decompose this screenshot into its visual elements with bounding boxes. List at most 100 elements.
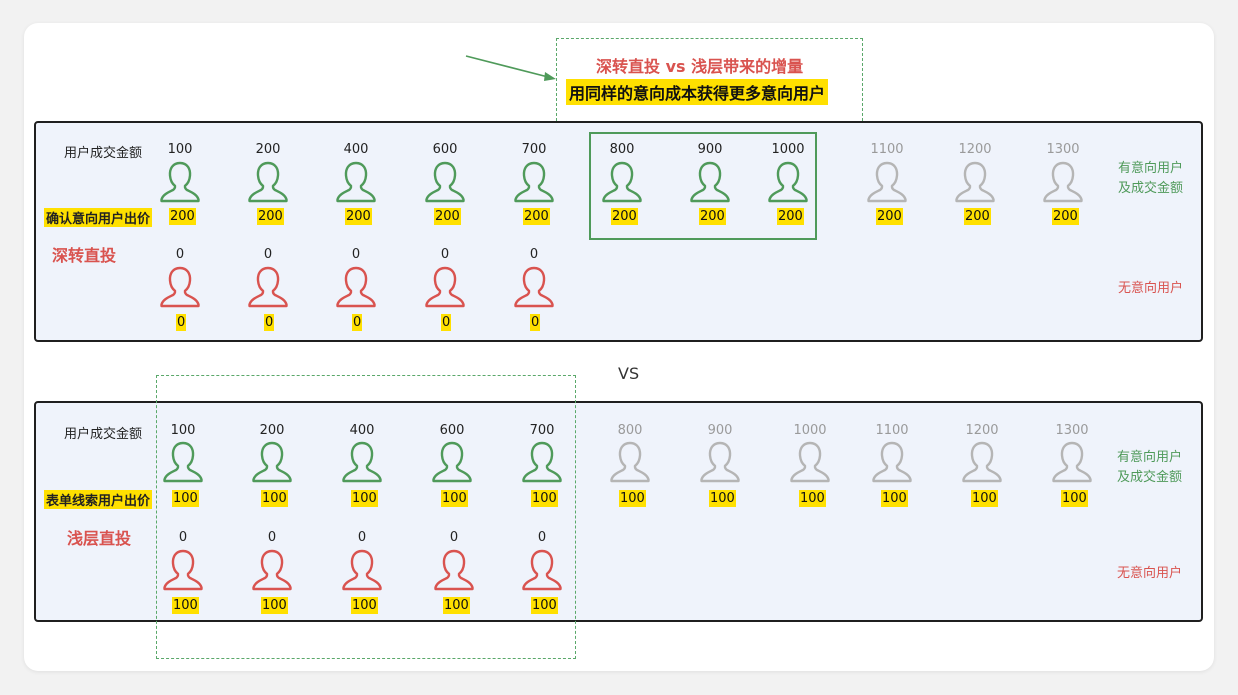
intent-users-label-line1: 有意向用户: [1117, 450, 1183, 465]
no-intent-users-label: 无意向用户: [1118, 281, 1184, 296]
no-intent-user-icon: [336, 266, 376, 308]
no-intent-user-icon: [252, 549, 292, 591]
intent-user-icon: [522, 441, 562, 483]
intent-user-icon: [1043, 161, 1083, 203]
intent-user-amount: 200: [255, 142, 281, 157]
no-intent-user-price: 100: [531, 597, 558, 614]
no-intent-user-icon: [160, 266, 200, 308]
intent-user-price: 200: [257, 208, 284, 225]
no-intent-user-price: 100: [351, 597, 378, 614]
no-intent-user-price: 100: [261, 597, 288, 614]
intent-user-price: 200: [699, 208, 726, 225]
intent-user-amount: 1100: [870, 142, 904, 157]
intent-user-price: 100: [351, 490, 378, 507]
no-intent-user-amount: 0: [449, 530, 459, 545]
no-intent-user-amount: 0: [440, 247, 450, 262]
intent-user-amount: 100: [170, 423, 196, 438]
no-intent-user-amount: 0: [357, 530, 367, 545]
intent-user-icon: [432, 441, 472, 483]
intent-user-icon: [610, 441, 650, 483]
no-intent-user-price: 0: [176, 314, 187, 331]
intent-user-icon: [1052, 441, 1092, 483]
intent-user-amount: 600: [439, 423, 465, 438]
intent-user-amount: 1000: [793, 423, 827, 438]
intent-user-price: 100: [881, 490, 908, 507]
shallow-panel: [34, 401, 1203, 622]
shallow-dashed-box: [156, 375, 576, 659]
intent-user-icon: [160, 161, 200, 203]
amount-row-label: 用户成交金额: [64, 427, 143, 442]
intent-user-amount: 700: [529, 423, 555, 438]
intent-user-price: 100: [619, 490, 646, 507]
intent-user-price: 200: [964, 208, 991, 225]
no-intent-user-amount: 0: [529, 247, 539, 262]
intent-user-price: 100: [531, 490, 558, 507]
intent-user-amount: 1300: [1046, 142, 1080, 157]
intent-user-amount: 700: [521, 142, 547, 157]
increment-subtitle: 用同样的意向成本获得更多意向用户: [566, 79, 829, 105]
intent-user-price: 200: [876, 208, 903, 225]
intent-user-icon: [342, 441, 382, 483]
panel-name: 深转直投: [52, 246, 117, 265]
intent-user-amount: 1200: [965, 423, 999, 438]
no-intent-user-price: 0: [441, 314, 452, 331]
increment-title: 深转直投 vs 浅层带来的增量: [596, 57, 804, 76]
price-row-label: 确认意向用户出价: [44, 208, 153, 227]
intent-user-price: 200: [523, 208, 550, 225]
no-intent-user-icon: [425, 266, 465, 308]
intent-user-price: 200: [345, 208, 372, 225]
intent-user-price: 100: [172, 490, 199, 507]
intent-user-amount: 800: [609, 142, 635, 157]
no-intent-user-icon: [342, 549, 382, 591]
intent-user-amount: 900: [707, 423, 733, 438]
amount-row-label: 用户成交金额: [64, 146, 143, 161]
no-intent-user-price: 100: [172, 597, 199, 614]
no-intent-user-amount: 0: [267, 530, 277, 545]
no-intent-user-icon: [514, 266, 554, 308]
intent-user-amount: 200: [259, 423, 285, 438]
deep-conversion-panel: [34, 121, 1203, 342]
intent-user-icon: [514, 161, 554, 203]
intent-user-icon: [768, 161, 808, 203]
intent-user-price: 200: [169, 208, 196, 225]
intent-user-amount: 1100: [875, 423, 909, 438]
no-intent-user-amount: 0: [175, 247, 185, 262]
no-intent-user-icon: [434, 549, 474, 591]
intent-user-amount: 1200: [958, 142, 992, 157]
intent-user-price: 100: [261, 490, 288, 507]
no-intent-user-icon: [163, 549, 203, 591]
intent-user-price: 200: [434, 208, 461, 225]
intent-user-icon: [425, 161, 465, 203]
intent-user-icon: [962, 441, 1002, 483]
intent-user-price: 200: [1052, 208, 1079, 225]
panel-name: 浅层直投: [67, 529, 132, 548]
intent-user-price: 100: [971, 490, 998, 507]
intent-user-amount: 600: [432, 142, 458, 157]
pointer-arrow-icon: [465, 55, 556, 81]
intent-user-icon: [955, 161, 995, 203]
no-intent-user-amount: 0: [178, 530, 188, 545]
intent-user-amount: 400: [343, 142, 369, 157]
no-intent-user-icon: [248, 266, 288, 308]
intent-users-label-line1: 有意向用户: [1118, 161, 1184, 176]
intent-users-label-line2: 及成交金额: [1117, 470, 1183, 485]
intent-user-icon: [790, 441, 830, 483]
intent-user-icon: [867, 161, 907, 203]
intent-user-price: 100: [441, 490, 468, 507]
intent-user-icon: [336, 161, 376, 203]
price-row-label: 表单线索用户出价: [44, 490, 153, 509]
intent-user-icon: [872, 441, 912, 483]
intent-user-amount: 1300: [1055, 423, 1089, 438]
no-intent-user-price: 0: [264, 314, 275, 331]
vs-label: VS: [618, 364, 640, 383]
no-intent-users-label: 无意向用户: [1117, 566, 1183, 581]
intent-user-icon: [252, 441, 292, 483]
intent-users-label-line2: 及成交金额: [1118, 181, 1184, 196]
intent-user-amount: 900: [697, 142, 723, 157]
intent-user-price: 200: [777, 208, 804, 225]
intent-user-icon: [690, 161, 730, 203]
intent-user-amount: 1000: [771, 142, 805, 157]
no-intent-user-price: 0: [352, 314, 363, 331]
intent-user-price: 100: [709, 490, 736, 507]
intent-user-icon: [248, 161, 288, 203]
